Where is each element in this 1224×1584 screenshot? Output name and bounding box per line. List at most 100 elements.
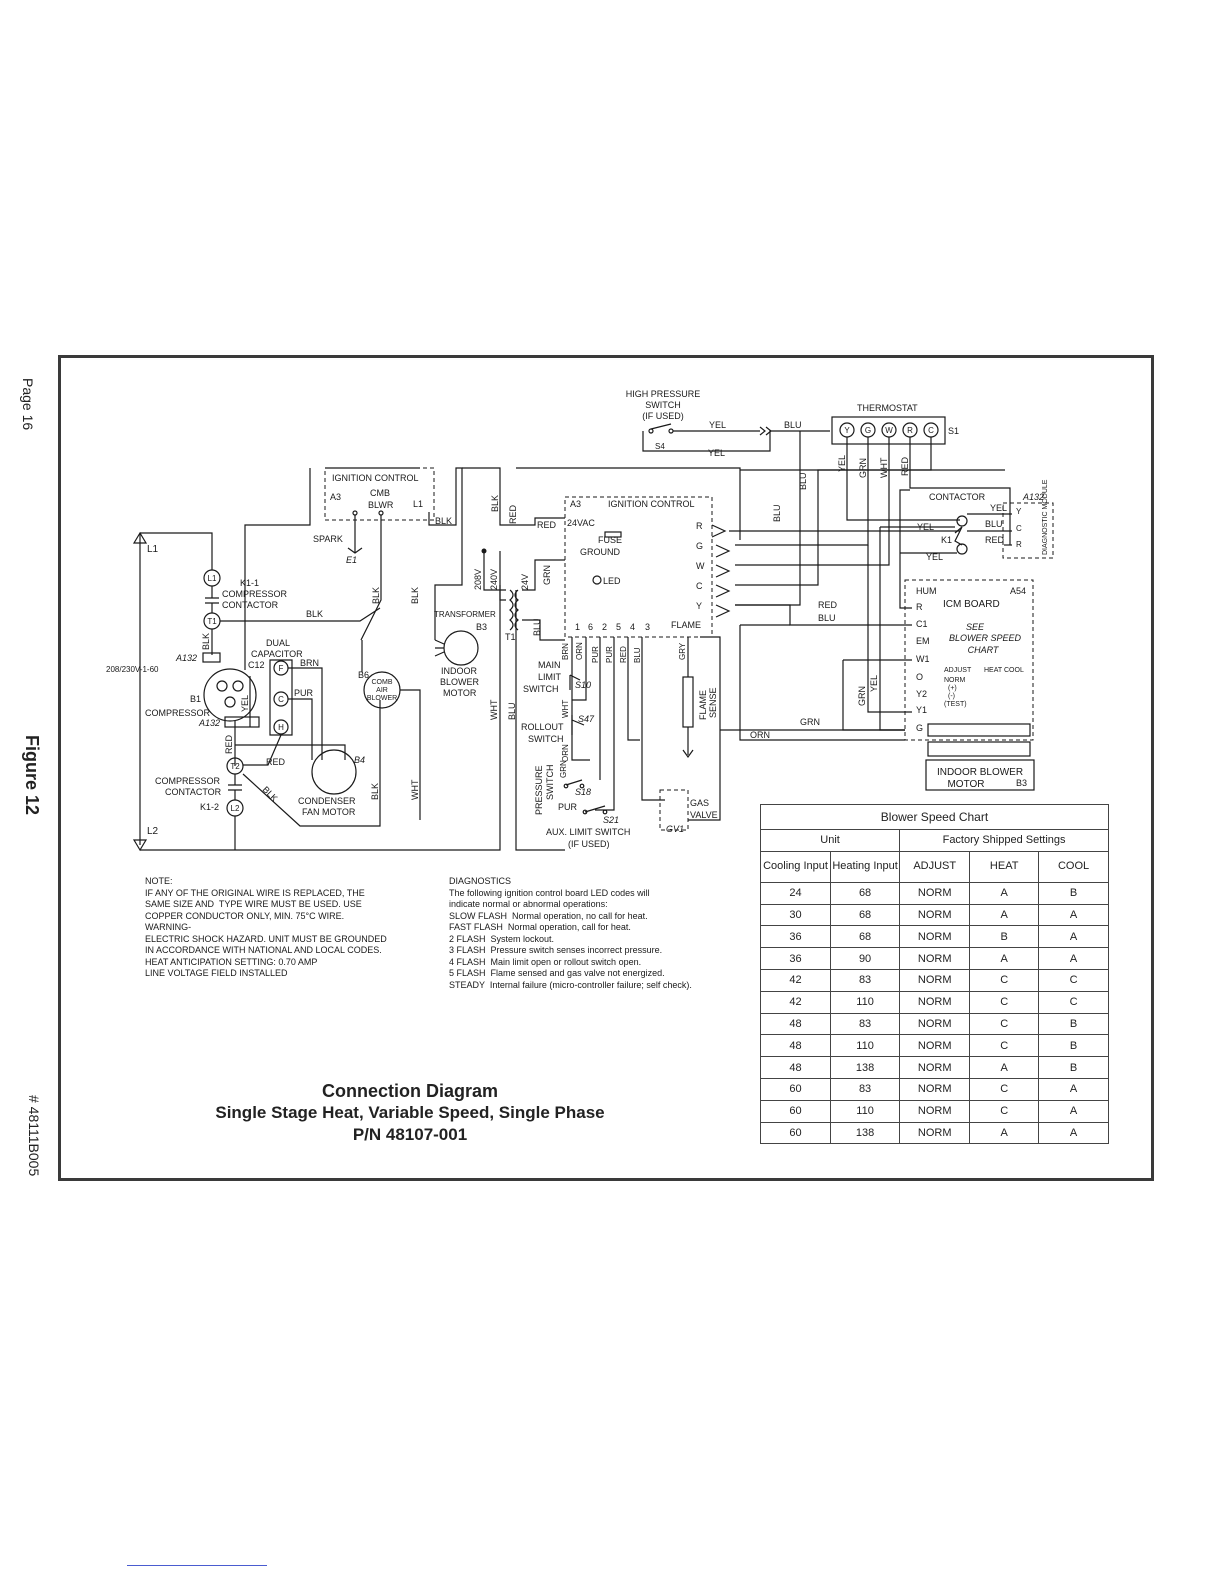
table-cell: B xyxy=(1038,881,1109,905)
table-cell: A xyxy=(1038,903,1109,927)
svg-text:SENSE: SENSE xyxy=(708,687,718,718)
svg-text:EM: EM xyxy=(916,636,930,646)
svg-text:RED: RED xyxy=(985,535,1005,545)
note-line: SAME SIZE AND TYPE WIRE MUST BE USED. US… xyxy=(145,899,362,909)
table-cell: 68 xyxy=(830,903,901,927)
svg-text:SWITCH: SWITCH xyxy=(545,765,555,801)
svg-text:GAS: GAS xyxy=(690,798,709,808)
svg-text:YEL: YEL xyxy=(708,448,725,458)
blower-speed-chart: Blower Speed Chart Unit Factory Shipped … xyxy=(759,804,1109,1145)
svg-text:COMPRESSOR: COMPRESSOR xyxy=(155,776,221,786)
flame-sense: FLAME SENSE GRY xyxy=(678,637,718,759)
svg-text:WHT: WHT xyxy=(561,700,570,718)
svg-text:COMPRESSOR: COMPRESSOR xyxy=(222,589,288,599)
diag-line: 3 FLASH Pressure switch senses incorrect… xyxy=(449,945,663,955)
header-adjust: ADJUST xyxy=(899,850,971,883)
svg-text:TRANSFORMER: TRANSFORMER xyxy=(434,610,496,619)
svg-text:AIR: AIR xyxy=(376,687,388,694)
table-cell: A xyxy=(969,1056,1040,1079)
svg-text:R: R xyxy=(1016,540,1022,549)
svg-text:BLU: BLU xyxy=(633,647,642,663)
svg-text:CONTACTOR: CONTACTOR xyxy=(222,600,279,610)
svg-text:S21: S21 xyxy=(603,815,619,825)
group-unit: Unit xyxy=(759,829,901,852)
svg-text:YEL: YEL xyxy=(926,552,943,562)
svg-text:YEL: YEL xyxy=(240,695,250,712)
note-line: LINE VOLTAGE FIELD INSTALLED xyxy=(145,968,288,978)
svg-text:GRN: GRN xyxy=(857,686,867,706)
table-cell: NORM xyxy=(899,1012,971,1036)
note-line: COPPER CONDUCTOR ONLY, MIN. 75°C WIRE. xyxy=(145,910,345,921)
svg-text:C12: C12 xyxy=(248,660,265,670)
table-cell: A xyxy=(969,1121,1040,1145)
table-cell: B xyxy=(1038,1034,1109,1058)
svg-text:FLAME: FLAME xyxy=(671,620,701,630)
svg-text:Y1: Y1 xyxy=(916,705,927,715)
diagram-title: Connection Diagram Single Stage Heat, Va… xyxy=(160,1080,660,1146)
table-cell: A xyxy=(1038,947,1109,970)
svg-text:O: O xyxy=(916,672,923,682)
svg-text:YEL: YEL xyxy=(869,675,879,692)
svg-text:208V: 208V xyxy=(473,569,483,590)
svg-text:FAN MOTOR: FAN MOTOR xyxy=(302,807,356,817)
svg-text:GRN: GRN xyxy=(542,565,552,585)
table-cell: 24 xyxy=(759,881,832,905)
table-cell: 90 xyxy=(830,947,901,970)
svg-text:PUR: PUR xyxy=(605,646,614,663)
svg-text:WHT: WHT xyxy=(410,779,420,800)
svg-text:A132: A132 xyxy=(198,718,220,728)
svg-text:RED: RED xyxy=(619,646,628,663)
svg-text:GROUND: GROUND xyxy=(580,547,620,557)
table-cell: NORM xyxy=(899,881,971,905)
svg-text:C: C xyxy=(278,695,284,704)
title-line-1: Connection Diagram xyxy=(321,1081,499,1101)
svg-text:PUR: PUR xyxy=(558,802,578,812)
svg-text:HIGH PRESSURE: HIGH PRESSURE xyxy=(626,389,701,399)
table-cell: A xyxy=(1038,925,1109,949)
svg-text:RED: RED xyxy=(224,734,234,754)
svg-text:G: G xyxy=(865,426,871,435)
svg-text:B6: B6 xyxy=(358,670,369,680)
svg-text:FLAME: FLAME xyxy=(698,690,708,720)
svg-text:BLK: BLK xyxy=(371,587,381,604)
gas-valve-gv1: GAS VALVE GV1 xyxy=(659,789,718,834)
svg-text:Y: Y xyxy=(844,426,850,435)
svg-text:B4: B4 xyxy=(354,755,365,765)
svg-text:IGNITION CONTROL: IGNITION CONTROL xyxy=(332,473,419,483)
svg-text:(IF USED): (IF USED) xyxy=(642,411,684,421)
svg-text:1: 1 xyxy=(575,622,580,632)
svg-text:B3: B3 xyxy=(476,622,487,632)
svg-text:RED: RED xyxy=(508,504,518,524)
table-cell: 60 xyxy=(759,1077,832,1101)
table-cell: 42 xyxy=(759,990,832,1014)
table-cell: C xyxy=(969,1012,1040,1036)
svg-text:RED: RED xyxy=(266,757,286,767)
svg-text:(TEST): (TEST) xyxy=(944,701,967,708)
table-cell: 83 xyxy=(830,1012,901,1036)
svg-text:BLU: BLU xyxy=(798,472,808,490)
table-cell: C xyxy=(1038,990,1109,1014)
svg-text:24VAC: 24VAC xyxy=(567,518,595,528)
table-cell: A xyxy=(969,903,1040,927)
svg-text:INDOOR: INDOOR xyxy=(441,666,478,676)
svg-text:BLK: BLK xyxy=(490,495,500,512)
svg-text:S1: S1 xyxy=(948,426,959,436)
note-line: NOTE: xyxy=(145,876,173,886)
table-cell: 48 xyxy=(759,1012,832,1036)
svg-text:CAPACITOR: CAPACITOR xyxy=(251,649,303,659)
svg-text:SPARK: SPARK xyxy=(313,534,343,544)
table-cell: 68 xyxy=(830,925,901,949)
table-cell: NORM xyxy=(899,1099,971,1123)
table-cell: 110 xyxy=(830,1034,901,1058)
table-cell: 48 xyxy=(759,1034,832,1058)
svg-text:COOL: COOL xyxy=(1004,667,1024,674)
rollout-switch-s47: ROLLOUT SWITCH S47 xyxy=(521,714,595,744)
svg-text:BLK: BLK xyxy=(306,609,323,619)
svg-text:L1: L1 xyxy=(208,574,217,583)
svg-text:L2: L2 xyxy=(147,826,159,837)
